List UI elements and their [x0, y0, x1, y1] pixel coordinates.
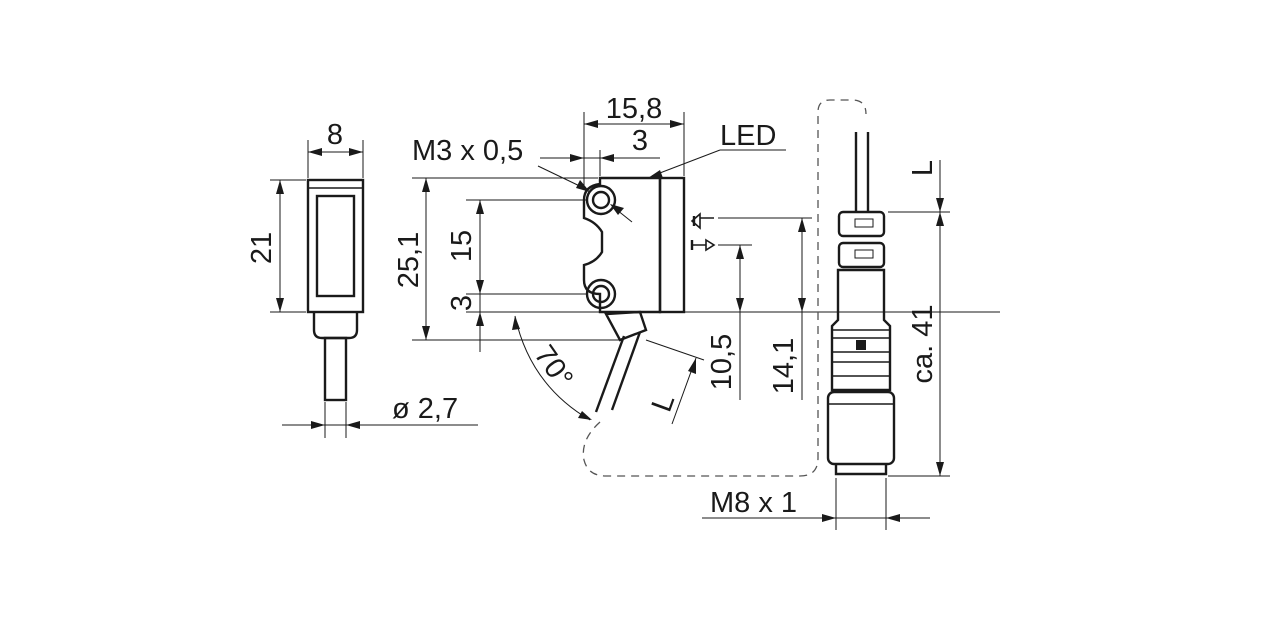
front-cable [323, 336, 348, 402]
side-view: 15,8 3 M3 x 0,5 LED 25,1 15 [393, 93, 1000, 425]
dim-thread-m8: M8 x 1 [710, 487, 797, 519]
emitter-arrow-icon [690, 212, 714, 230]
arrowhead [578, 411, 592, 420]
arrowhead [311, 421, 325, 429]
dim-receiver-height-14-1: 14,1 [768, 338, 800, 394]
arrowhead [584, 120, 598, 128]
arrowhead [936, 198, 944, 212]
dim-emitter-height-10-5: 10,5 [706, 334, 738, 390]
receiver-arrow-icon [692, 238, 716, 252]
arrowhead [798, 298, 806, 312]
arrowhead [600, 154, 614, 162]
mount-hole-bottom-inner [591, 284, 611, 304]
arrowhead [308, 148, 322, 156]
wire-sleeve-bottom-window [854, 249, 874, 259]
arrowhead [736, 245, 744, 259]
label-thread-m3: M3 x 0,5 [412, 135, 523, 167]
mount-hole-top-inner [591, 190, 611, 210]
arrowhead [736, 298, 744, 312]
dim-cable-diameter: ø 2,7 [392, 393, 458, 425]
bend-radius-outline [582, 99, 867, 477]
wire-sleeve-top-window [854, 218, 874, 228]
side-cable-wire [594, 335, 626, 413]
connector-body [830, 268, 892, 392]
side-front-lens [658, 176, 686, 314]
dim-bottom-offset-3: 3 [446, 295, 478, 311]
arrowhead [570, 154, 584, 162]
front-view: 8 21 ø 2,7 [246, 119, 478, 438]
arrowhead [886, 514, 900, 522]
leader-line [651, 149, 721, 177]
dim-height-25-1: 25,1 [393, 232, 425, 288]
label-led: LED [720, 120, 776, 152]
ext-line [645, 339, 705, 361]
arrowhead [512, 316, 520, 330]
dim-angle-70: 70° [528, 340, 579, 394]
dim-offset-3: 3 [632, 125, 648, 157]
arrowhead [798, 218, 806, 232]
dim-hole-spacing-15: 15 [446, 230, 478, 262]
arrowhead [422, 326, 430, 340]
arrowhead [476, 280, 484, 294]
arrowhead [276, 298, 284, 312]
dim-connector-length-41: ca. 41 [907, 305, 939, 384]
arrowhead [936, 462, 944, 476]
angle-arc [514, 315, 591, 421]
arrowhead [688, 358, 696, 374]
wire-sleeve-bottom [837, 241, 886, 269]
arrowhead [349, 148, 363, 156]
dim-connector-cable-L: L [907, 160, 939, 176]
arrowhead [822, 514, 836, 522]
arrowhead [576, 180, 590, 192]
wire-sleeve-top [837, 210, 886, 238]
arrowhead [422, 178, 430, 192]
arrowhead [276, 180, 284, 194]
dim-cable-length-L: L [646, 390, 682, 416]
side-housing [582, 176, 662, 314]
dim-height-21: 21 [246, 232, 278, 264]
dim-width-15-8: 15,8 [606, 93, 662, 125]
connector-view: L ca. 41 M8 x 1 [702, 132, 950, 530]
side-cable-wire [610, 331, 642, 411]
arrowhead [476, 312, 484, 326]
front-housing [306, 178, 365, 314]
arrowhead [610, 204, 624, 215]
mount-hole-bottom [585, 278, 617, 310]
front-lens-window [315, 194, 356, 298]
front-cable-gland [312, 312, 359, 340]
arrowhead [648, 170, 663, 178]
arrowhead [936, 212, 944, 226]
mount-hole-top [585, 184, 617, 216]
arrowhead [346, 421, 360, 429]
arrowhead [476, 200, 484, 214]
connector-tip [834, 464, 888, 476]
connector-latch [856, 340, 866, 350]
side-cable-gland [604, 310, 648, 342]
dim-width-8: 8 [327, 119, 343, 151]
arrowhead [670, 120, 684, 128]
connector-nut [826, 390, 896, 466]
